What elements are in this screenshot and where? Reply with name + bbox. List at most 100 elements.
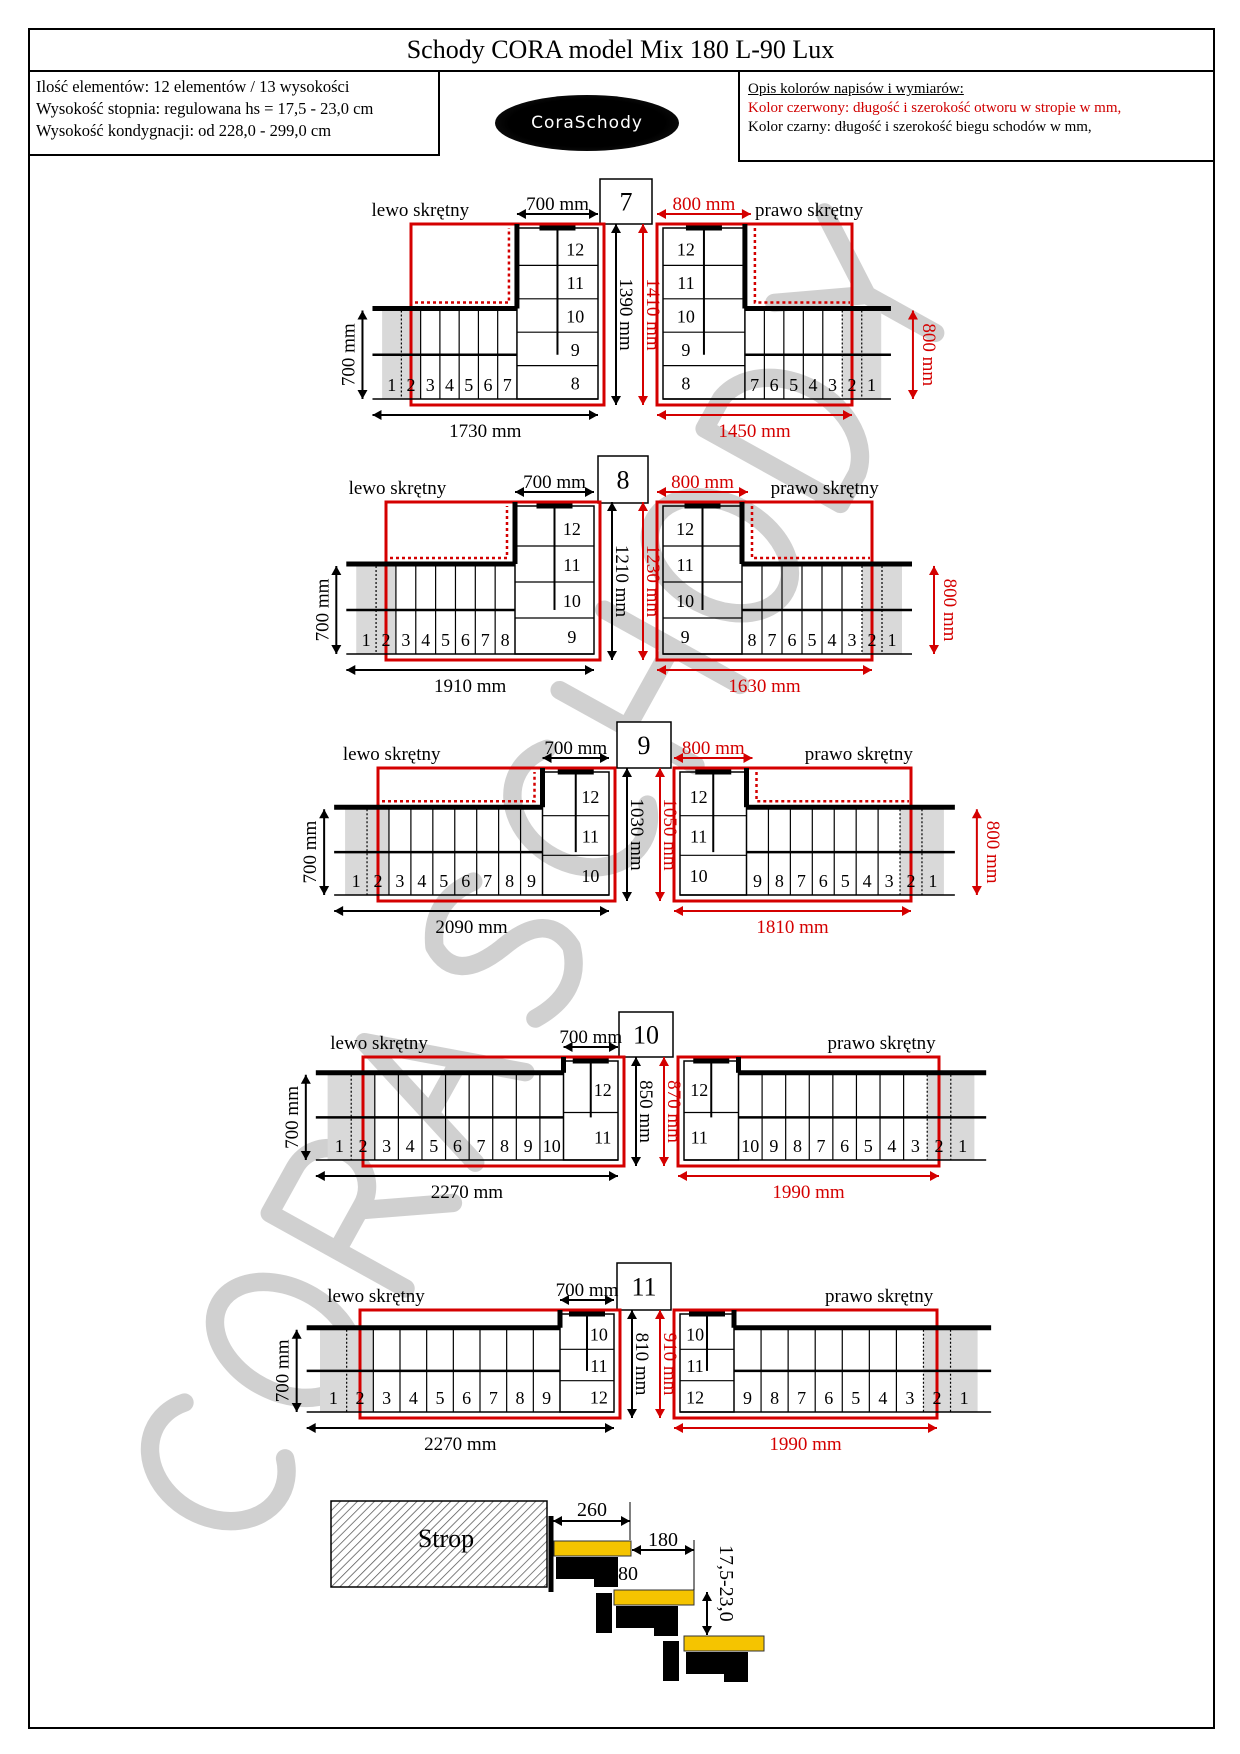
step-number: 10 [677,307,695,327]
side-dimension-arrow-heads [357,310,368,399]
step-number: 1 [329,1388,338,1408]
orientation-label: lewo skrętny [330,1033,428,1054]
side-dimension-arrow-heads [907,310,918,399]
side-dimension: 700 mm [300,820,321,883]
info-box: Ilość elementów: 12 elementów / 13 wysok… [28,70,440,156]
length-dimension: 1810 mm [756,917,829,938]
step-number: 4 [863,871,872,891]
watermark-letter [695,368,870,514]
color-legend: Opis kolorów napisów i wymiarów: Kolor c… [738,70,1213,162]
opening-dotted-line [753,228,850,304]
watermark-letter [424,872,583,1028]
step-number: 2 [933,1388,942,1408]
depth-dimension: 1210 mm [611,545,632,618]
step-number: 7 [476,1136,485,1156]
step-number: 5 [439,871,448,891]
step-number: 11 [690,827,707,847]
step-number: 11 [590,1356,607,1376]
step-number: 9 [524,1136,533,1156]
side-dimension: 700 mm [338,323,359,386]
going-label: 180 [648,1529,678,1551]
step-number: 6 [824,1388,833,1408]
step-number: 12 [590,1387,608,1407]
step-number: 7 [481,630,490,650]
step-number: 5 [808,630,817,650]
opening-dotted-line [755,772,909,803]
step-number: 12 [676,519,694,539]
stringer-block [616,1606,654,1628]
step-number: 6 [819,871,828,891]
step-number: 8 [775,871,784,891]
length-dimension: 2270 mm [424,1434,497,1455]
depth-dimension: 910 mm [659,1333,680,1396]
step-number: 7 [750,375,759,395]
step-number: 6 [453,1136,462,1156]
slab-label: Strop [418,1524,474,1553]
rise-arrow-heads [702,1592,712,1635]
step-number: 3 [395,871,404,891]
ceiling-opening-outline [676,1055,941,1168]
step-number: 3 [828,375,837,395]
step-number: 8 [681,373,690,393]
step-number: 5 [789,375,798,395]
step-number: 1 [362,630,371,650]
orientation-label: lewo skrętny [327,1286,425,1307]
depth-dimension: 870 mm [663,1080,684,1143]
cora-logo: CoraSchody [495,95,679,151]
stringer-block [556,1557,594,1579]
orientation-label: prawo skrętny [805,744,914,765]
step-number: 9 [542,1388,551,1408]
step-number: 9 [769,1136,778,1156]
step-number: 4 [421,630,430,650]
step-number: 6 [461,630,470,650]
step-number: 1 [335,1136,344,1156]
step-number: 9 [571,340,580,360]
side-dimension-arrow-heads [291,1329,302,1412]
step-number: 6 [840,1136,849,1156]
top-dimension: 800 mm [682,738,745,759]
variant-number: 11 [631,1273,656,1302]
tread-depth-arrow-heads [553,1516,630,1526]
side-dimension: 700 mm [273,1339,294,1402]
step-number: 4 [406,1136,415,1156]
step-number: 8 [571,373,580,393]
tread [553,1540,632,1557]
top-dimension: 800 mm [673,194,736,215]
step-number: 6 [462,1388,471,1408]
orientation-label: prawo skrętny [771,478,880,499]
rise-label: 17,5-23,0 [715,1545,737,1622]
depth-dimension: 810 mm [631,1333,652,1396]
ceiling-opening-outline [409,222,606,407]
slab [330,1500,548,1588]
tread [683,1635,765,1652]
step-number: 4 [878,1388,887,1408]
step-number: 3 [911,1136,920,1156]
step-number: 2 [848,375,857,395]
length-dimension: 2270 mm [431,1182,504,1203]
side-dimension: 800 mm [982,821,1003,884]
step-number: 11 [594,1127,611,1147]
step-number: 6 [770,375,779,395]
depth-dimension: 1410 mm [642,278,663,351]
step-number: 10 [543,1136,561,1156]
ceiling-opening-outline [655,222,854,407]
opening-dotted-line [382,772,536,803]
top-dimension-arrow-heads [515,487,594,497]
tread [613,1589,695,1606]
variant-number-box [616,721,672,769]
step-number: 2 [374,871,383,891]
step-number: 3 [382,1136,391,1156]
ceiling-opening-outline [672,766,913,903]
step-number: 10 [566,307,584,327]
step-number: 10 [676,591,694,611]
legend-heading: Opis kolorów napisów i wymiarów: [748,81,964,97]
top-dimension: 800 mm [671,472,734,493]
variant-number: 10 [633,1021,659,1050]
step-number: 2 [356,1388,365,1408]
step-number: 9 [681,627,690,647]
top-dimension: 700 mm [556,1280,619,1301]
step-number: 12 [563,519,581,539]
tread-depth-label: 260 [577,1499,607,1521]
step-number: 12 [581,787,599,807]
